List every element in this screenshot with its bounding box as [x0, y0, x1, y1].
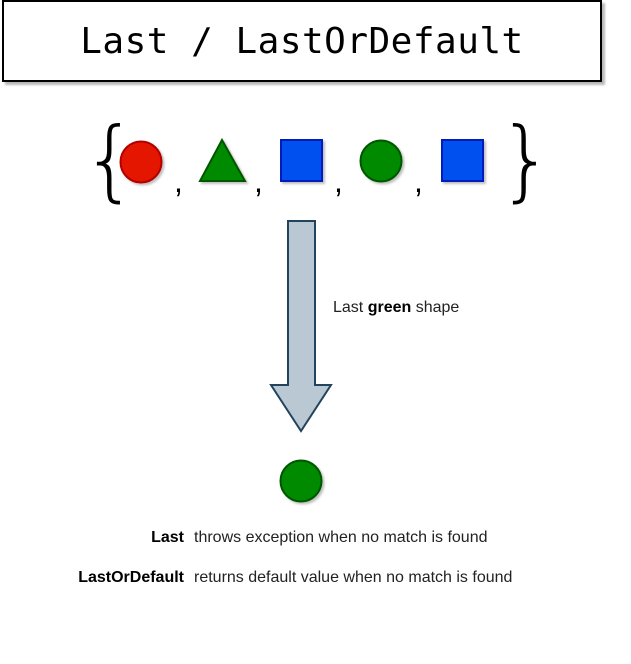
- item-2-green-triangle: [198, 137, 247, 182]
- arrow-label-prefix: Last: [333, 299, 368, 316]
- method-name-last: Last: [151, 529, 184, 546]
- method-row-last: Last throws exception when no match is f…: [0, 529, 631, 549]
- method-row-lastordefault: LastOrDefault returns default value when…: [0, 569, 631, 589]
- down-arrow: [269, 220, 333, 433]
- result-green-circle: [279, 459, 323, 503]
- separator-2: ,: [254, 163, 263, 199]
- item-5-blue-square: [441, 139, 484, 182]
- arrow-label-suffix: shape: [411, 299, 460, 316]
- title-box: Last / LastOrDefault: [2, 0, 602, 82]
- separator-1: ,: [174, 163, 183, 199]
- method-name-lastordefault: LastOrDefault: [78, 569, 184, 586]
- title: Last / LastOrDefault: [80, 20, 524, 62]
- item-3-blue-square: [280, 139, 323, 182]
- separator-4: ,: [414, 163, 423, 199]
- method-desc-last: throws exception when no match is found: [194, 529, 488, 546]
- method-desc-lastordefault: returns default value when no match is f…: [194, 569, 513, 586]
- item-1-red-circle: [119, 140, 163, 184]
- arrow-label-bold: green: [367, 299, 412, 316]
- arrow-label: Last green shape: [333, 299, 459, 317]
- item-4-green-circle: [359, 139, 403, 183]
- separator-3: ,: [334, 163, 343, 199]
- close-brace: }: [498, 108, 554, 211]
